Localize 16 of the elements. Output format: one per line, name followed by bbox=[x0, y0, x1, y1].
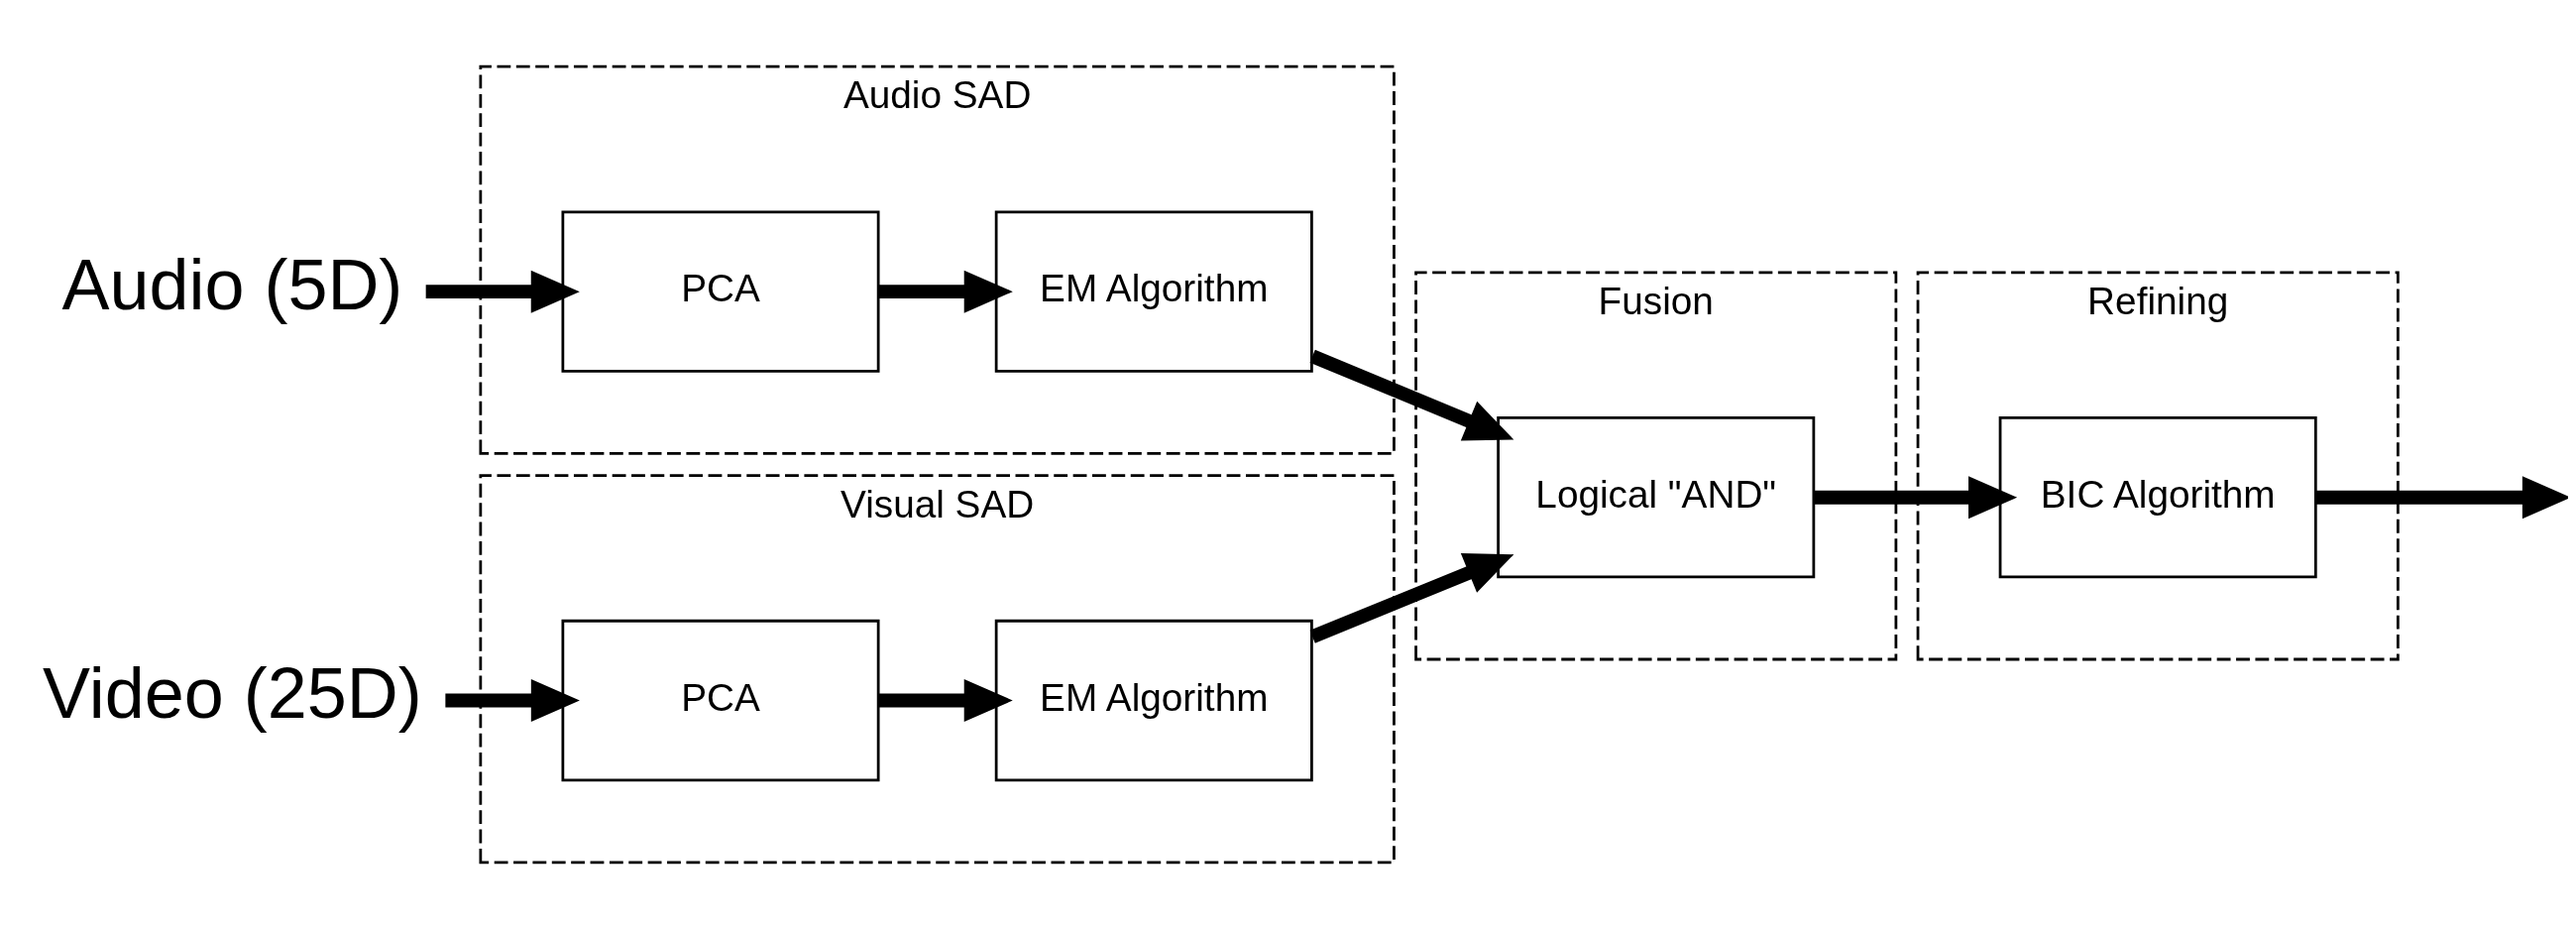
node-box: EM Algorithm bbox=[994, 210, 1313, 373]
arrow bbox=[445, 679, 580, 722]
arrow bbox=[878, 270, 1013, 313]
node-box: PCA bbox=[561, 210, 880, 373]
node-box: PCA bbox=[561, 619, 880, 782]
arrow bbox=[2315, 476, 2568, 520]
node-text: Audio (5D) bbox=[61, 244, 403, 324]
arrow bbox=[1309, 552, 1514, 643]
node-box: EM Algorithm bbox=[994, 619, 1313, 782]
node-text: Video (25D) bbox=[43, 652, 422, 733]
node-box: BIC Algorithm bbox=[1998, 416, 2317, 579]
arrow bbox=[1309, 349, 1514, 441]
arrow bbox=[878, 679, 1013, 722]
arrow bbox=[425, 270, 580, 313]
node-box: Logical "AND" bbox=[1497, 416, 1816, 579]
arrow bbox=[1814, 476, 2018, 520]
